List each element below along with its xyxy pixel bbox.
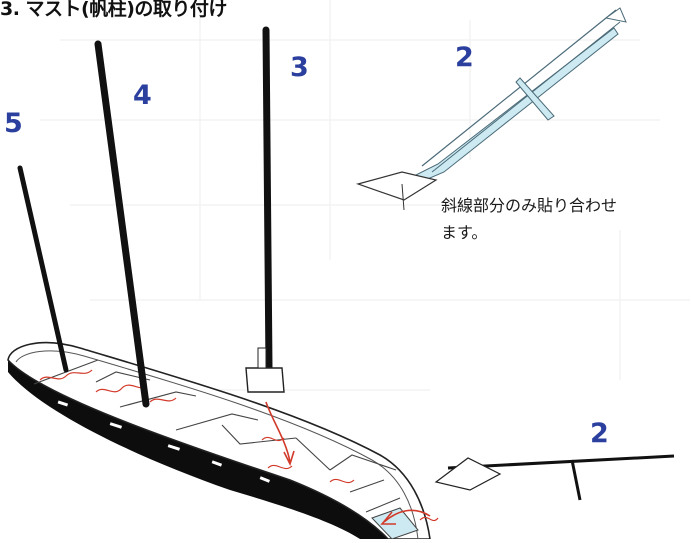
mast-5-label: 5 — [4, 108, 23, 139]
ship-hull — [7, 341, 439, 540]
insert-arrow-mast-2 — [380, 509, 431, 525]
mast-2-bottom-label: 2 — [590, 418, 609, 449]
background-texture — [40, 0, 690, 391]
hull-deck — [7, 341, 431, 540]
page-title: 3. マスト(帆柱)の取り付け — [0, 0, 227, 20]
mast-3 — [245, 26, 285, 393]
mast-3-label: 3 — [290, 52, 309, 83]
glue-instruction-note: 斜線部分のみ貼り合わせ ます。 — [441, 192, 617, 246]
insert-arrow-mast-3 — [265, 401, 295, 467]
glue-instruction-line-1: 斜線部分のみ貼り合わせ — [441, 196, 618, 215]
mast-5 — [17, 165, 69, 373]
mast-4-label: 4 — [133, 80, 152, 111]
mast-2-detail — [355, 7, 627, 211]
mast-2-top-label: 2 — [455, 42, 474, 73]
glue-instruction-line-2: ます。 — [441, 223, 488, 242]
mast-3-base-tab — [245, 367, 285, 393]
hull-side — [8, 360, 388, 539]
mast-4 — [94, 40, 150, 408]
mast-2-placement — [434, 454, 675, 501]
mast-2-glue-area — [385, 27, 619, 191]
